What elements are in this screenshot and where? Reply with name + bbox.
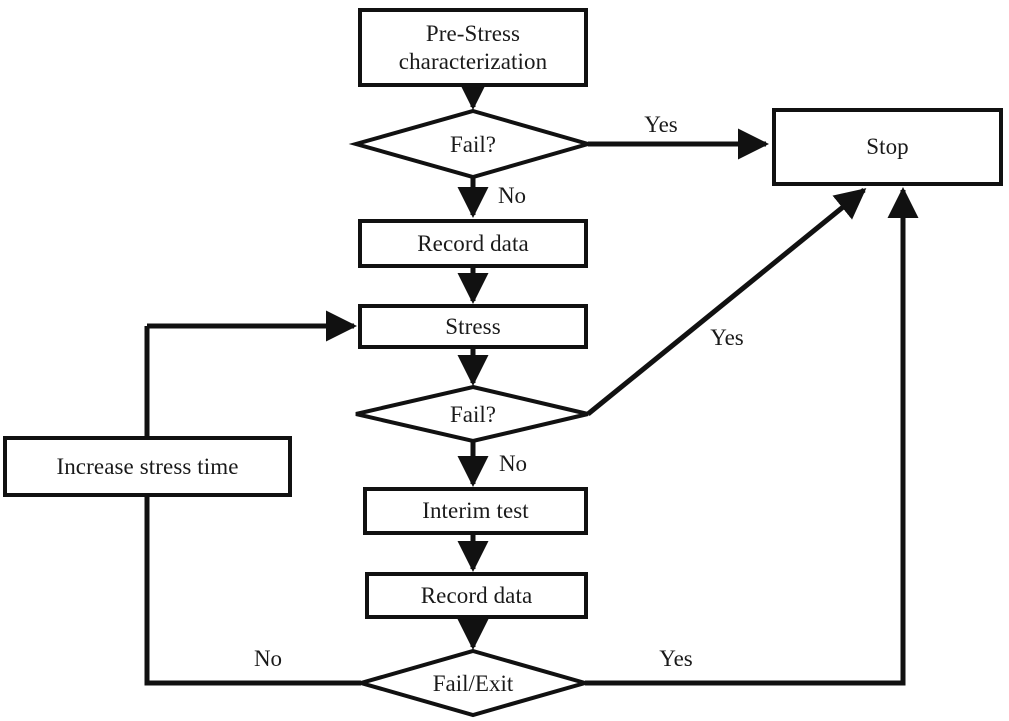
node-interim-test-label: Interim test: [422, 498, 529, 524]
node-interim-test[interactable]: Interim test: [363, 487, 588, 535]
diamond-fail-2: [355, 384, 589, 444]
edge-fail2-to-stop-diagonal: [586, 188, 867, 416]
node-stress[interactable]: Stress: [358, 304, 588, 349]
edge-label-no-middle: No: [498, 451, 528, 476]
edge-failexit-to-increase: [144, 326, 361, 686]
node-pre-stress-label: Pre-Stress characterization: [398, 21, 548, 74]
node-pre-stress-characterization[interactable]: Pre-Stress characterization: [358, 8, 588, 87]
node-record-data-1-label: Record data: [417, 230, 529, 256]
edge-label-no-bottom: No: [253, 646, 283, 671]
node-stress-label: Stress: [445, 313, 501, 339]
node-stop-label: Stop: [866, 134, 909, 160]
edge-label-yes-bottom: Yes: [659, 646, 693, 671]
node-increase-stress-time[interactable]: Increase stress time: [3, 436, 292, 497]
edge-label-yes-middle: Yes: [710, 325, 744, 350]
node-increase-stress-time-label: Increase stress time: [56, 453, 239, 479]
edge-label-no-top: No: [497, 183, 527, 208]
node-record-data-2-label: Record data: [420, 582, 533, 608]
diamond-fail-exit: [353, 648, 593, 718]
diamond-fail-1: [348, 108, 596, 180]
node-record-data-1[interactable]: Record data: [358, 219, 588, 268]
node-record-data-2[interactable]: Record data: [365, 572, 588, 619]
node-stop[interactable]: Stop: [772, 108, 1003, 186]
edge-failexit-to-stop: [585, 186, 919, 686]
edge-label-yes-top: Yes: [644, 112, 678, 137]
